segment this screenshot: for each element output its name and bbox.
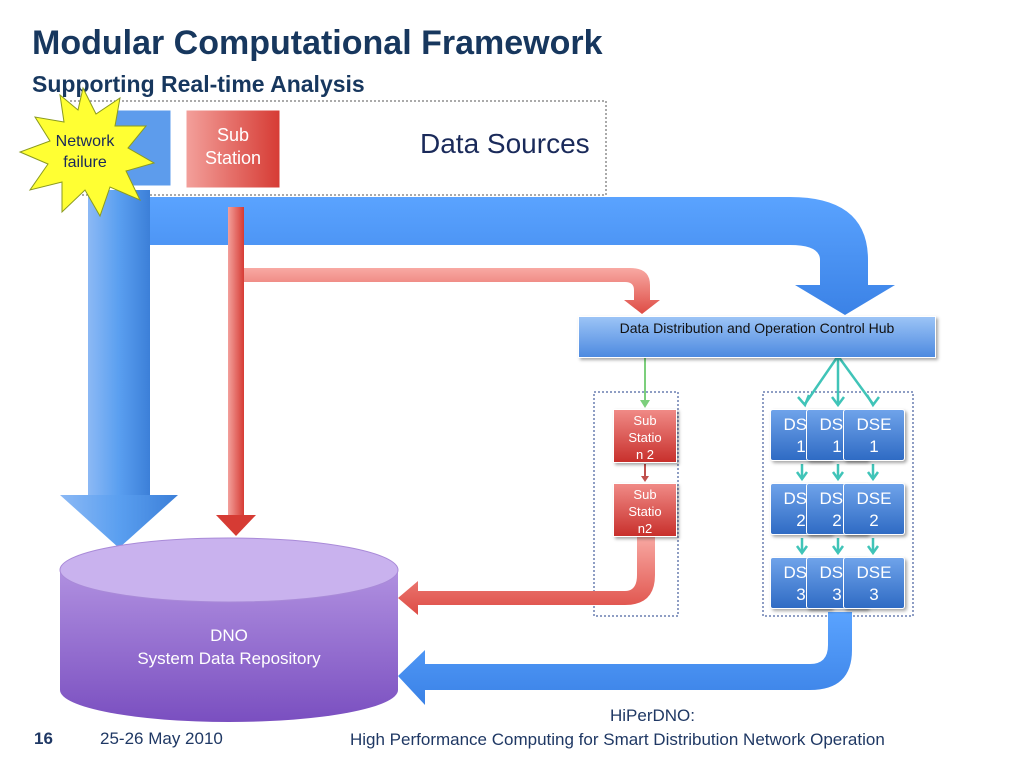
network-failure-label: Network failure — [55, 133, 115, 171]
hub-box: Data Distribution and Operation Control … — [578, 316, 936, 358]
substation-link-arrow — [641, 464, 649, 482]
network-failure-burst — [18, 86, 156, 218]
blue-hub-arrow — [150, 197, 895, 315]
dse-row-arrows — [795, 464, 880, 556]
dse-1-c: DSE 1 — [843, 409, 905, 461]
substation-label: Sub Station — [204, 125, 262, 168]
page-title: Modular Computational Framework — [32, 24, 603, 62]
page-number: 16 — [34, 729, 53, 748]
hub-label: Data Distribution and Operation Control … — [619, 320, 895, 336]
dno-repository-cylinder — [59, 537, 399, 722]
substation-box — [185, 109, 281, 189]
blue-down-arrow — [60, 190, 178, 548]
substation-2-bottom: Sub Statio n2 — [613, 483, 677, 537]
dse-3-c: DSE 3 — [843, 557, 905, 609]
page-subtitle: Supporting Real-time Analysis — [32, 71, 365, 97]
dno-line2: System Data Repository — [137, 648, 321, 668]
footer-description: High Performance Computing for Smart Dis… — [350, 730, 885, 749]
hub-to-dse-arrows — [797, 355, 880, 408]
footer-date: 25-26 May 2010 — [100, 729, 223, 748]
data-sources-label: Data Sources — [420, 128, 590, 159]
substation-frame — [593, 391, 679, 617]
blue-return-arrow — [398, 612, 852, 705]
substation-2-top: Sub Statio n 2 — [613, 409, 677, 463]
red-down-arrow — [216, 207, 256, 536]
dse-2-c: DSE 2 — [843, 483, 905, 535]
dno-line1: DNO — [210, 626, 248, 645]
hub-to-substation-arrow — [640, 356, 650, 408]
red-return-arrow — [398, 536, 655, 615]
red-hub-arrow — [244, 268, 660, 314]
footer-project: HiPerDNO: — [610, 706, 696, 725]
dno-label: DNO System Data Repository — [60, 625, 398, 671]
